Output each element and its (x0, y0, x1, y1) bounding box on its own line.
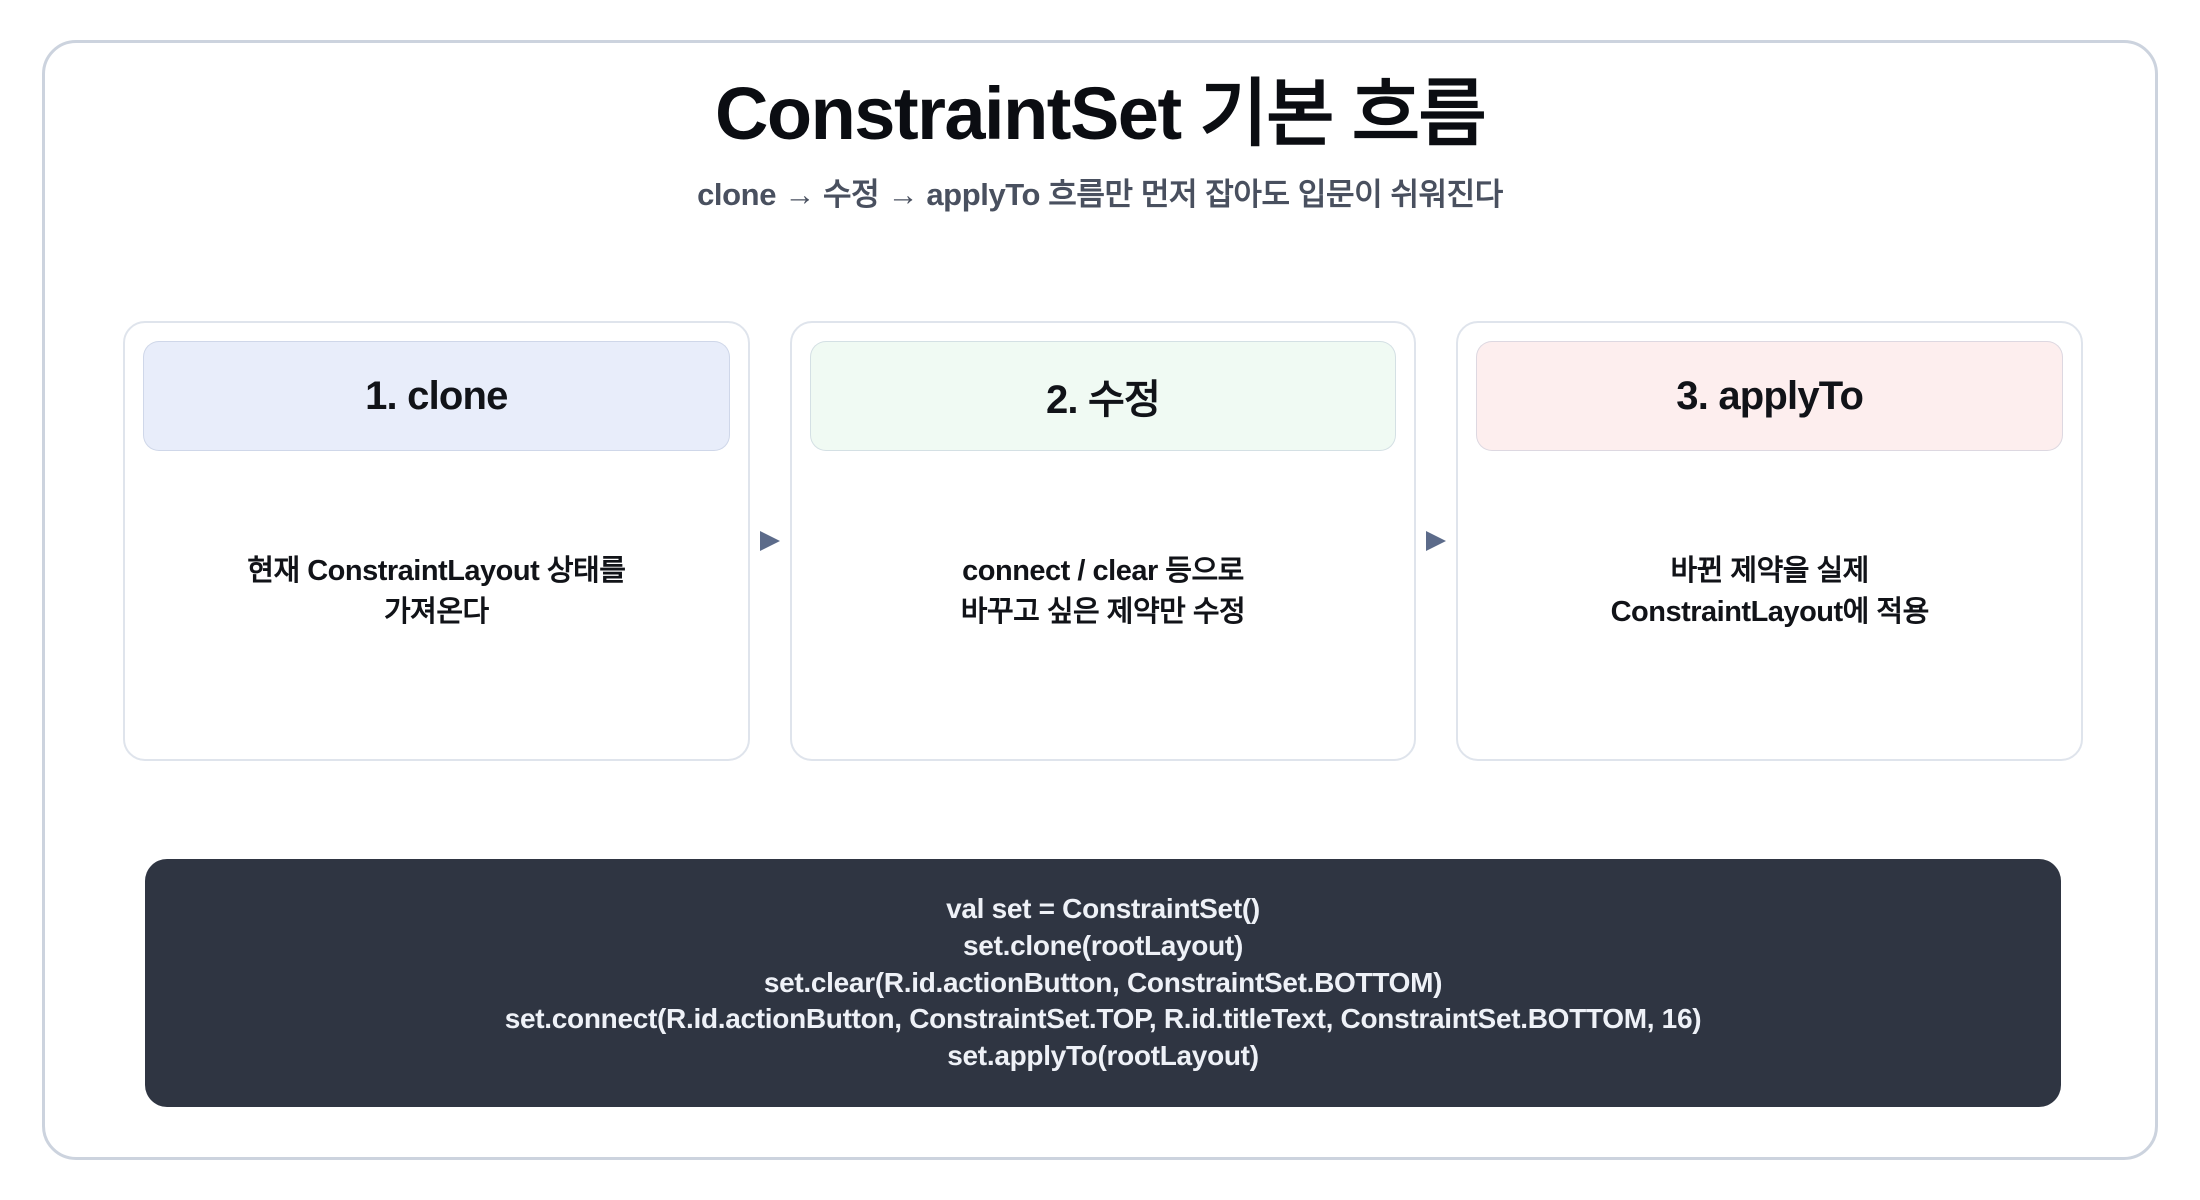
code-line: set.clear(R.id.actionButton, ConstraintS… (763, 966, 1443, 998)
step-card-clone[interactable]: 1. clone 현재 ConstraintLayout 상태를 가져온다 (123, 321, 750, 761)
code-snippet-block: val set = ConstraintSet() set.clone(root… (145, 859, 2061, 1107)
step-label-clone: 1. clone (365, 373, 508, 418)
code-line: set.connect(R.id.actionButton, Constrain… (504, 1003, 1702, 1035)
code-line: set.applyTo(rootLayout) (947, 1040, 1259, 1072)
arrow-right-triangle-icon-2 (1416, 519, 1456, 563)
step-label-applyto: 3. applyTo (1676, 373, 1864, 418)
diagram-frame: ConstraintSet 기본 흐름 clone → 수정 → applyTo… (42, 40, 2158, 1160)
step-body-applyto: 바뀐 제약을 실제 ConstraintLayout에 적용 (1458, 451, 2081, 759)
code-line: set.clone(rootLayout) (963, 929, 1243, 961)
step-description-applyto: 바뀐 제약을 실제 ConstraintLayout에 적용 (1610, 554, 1930, 628)
step-card-applyto[interactable]: 3. applyTo 바뀐 제약을 실제 ConstraintLayout에 적… (1456, 321, 2084, 761)
step-card-modify[interactable]: 2. 수정 connect / clear 등으로 바꾸고 싶은 제약만 수정 (789, 321, 1417, 761)
step-body-clone: 현재 ConstraintLayout 상태를 가져온다 (125, 451, 748, 759)
step-header-applyto: 3. applyTo (1476, 341, 2064, 451)
page-title: ConstraintSet 기본 흐름 (714, 72, 1487, 155)
header: ConstraintSet 기본 흐름 clone → 수정 → applyTo… (45, 75, 2155, 214)
step-label-modify: 2. 수정 (1045, 378, 1161, 422)
step-description-modify: connect / clear 등으로 바꾸고 싶은 제약만 수정 (960, 554, 1246, 628)
arrow-right-triangle-icon (750, 519, 790, 563)
step-description-clone: 현재 ConstraintLayout 상태를 가져온다 (247, 554, 626, 628)
steps-row: 1. clone 현재 ConstraintLayout 상태를 가져온다 2.… (123, 321, 2084, 761)
step-header-clone: 1. clone (143, 341, 730, 451)
code-line: val set = ConstraintSet() (946, 892, 1260, 924)
page-subtitle: clone → 수정 → applyTo 흐름만 먼저 잡아도 입문이 쉬워진다 (697, 176, 1503, 212)
step-body-modify: connect / clear 등으로 바꾸고 싶은 제약만 수정 (792, 451, 1415, 759)
step-header-modify: 2. 수정 (809, 341, 1397, 451)
